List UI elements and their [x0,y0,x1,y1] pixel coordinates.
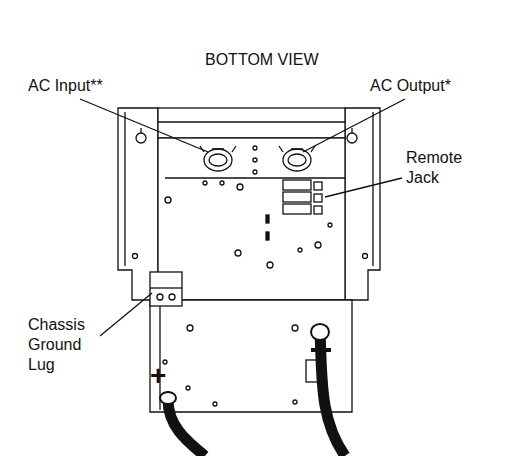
callout-label: AC Output* [370,76,451,96]
callout-label: Remote Jack [406,148,486,188]
view-title: BOTTOM VIEW [205,50,318,70]
callout-label: Chassis Ground Lug [28,315,98,375]
polarity-mark: + [150,362,166,390]
callout-label: AC Input** [28,76,103,96]
